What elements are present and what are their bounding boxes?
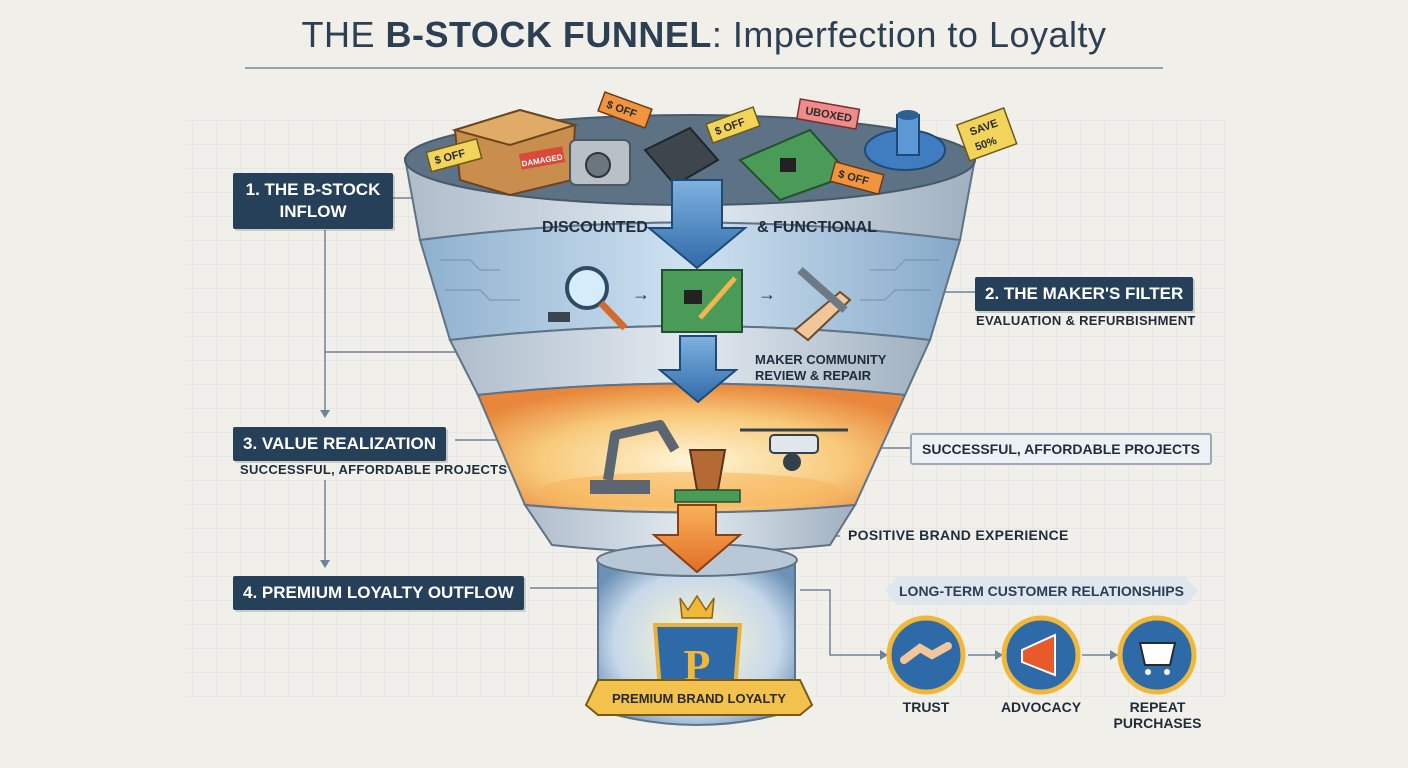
loyalty-ribbon: PREMIUM BRAND LOYALTY [584,679,814,716]
band1-left-text: DISCOUNTED [542,219,648,236]
title-underline [245,67,1163,69]
value-projects [540,420,848,508]
ribbon-text: PREMIUM BRAND LOYALTY [612,691,786,706]
tag-save: SAVE 50% [955,107,1018,162]
price-tags: $ OFF $ OFF $ OFF UBOXED $ OFF SAVE 50% [425,91,1018,196]
arrow-blue-1 [646,179,748,270]
drone-icon [740,428,848,471]
circuit-traces [440,259,940,301]
page-title: THE B-STOCK FUNNEL: Imperfection to Loya… [0,14,1408,56]
magnifier-icon [548,266,628,331]
svg-text:→: → [632,284,650,304]
repeat-label: REPEAT [1129,699,1186,715]
tag-off-3: $ OFF [705,106,761,144]
robot-arm-icon [590,420,680,494]
tag-off-2: $ OFF [597,91,653,129]
advocacy-label: ADVOCACY [1000,699,1082,715]
purchases-label: PURCHASES [1113,715,1202,731]
band2-line1: MAKER COMMUNITY [755,352,887,367]
stage-4-label: 4. PREMIUM LOYALTY OUTFLOW [233,576,524,610]
gadget-gray [569,139,631,186]
chip-dark [643,126,720,187]
title-suffix: : Imperfection to Loyalty [711,14,1107,55]
svg-text:→: → [758,284,776,304]
repeat-purchases-label: REPEAT PURCHASES [1110,699,1205,731]
arrow-blue-2 [657,335,739,404]
stage-2-label: 2. THE MAKER'S FILTER [975,277,1194,311]
positive-experience-text: POSITIVE BRAND EXPERIENCE [848,527,1069,543]
tag-off-1: $ OFF [425,137,483,173]
blue-pipe-part [864,110,946,171]
tag-off-4: $ OFF [829,160,885,196]
tag-uboxed: UBOXED [796,98,861,130]
stage-1-line2: INFLOW [279,202,347,221]
band2-line2: REVIEW & REPAIR [755,368,872,383]
stage-2-sub: EVALUATION & REFURBISHMENT [976,313,1196,328]
projects-pill: SUCCESSFUL, AFFORDABLE PROJECTS [910,433,1212,465]
damaged-box: DAMAGED [451,108,579,197]
printed-vase-icon [674,449,741,503]
stage-1-label: 1. THE B-STOCK INFLOW [233,173,393,229]
inflow-products: DAMAGED [451,108,946,202]
title-bold: B-STOCK FUNNEL [385,14,712,55]
arrow-orange-3 [651,504,743,574]
title-prefix: THE [301,14,386,55]
trust-ring-icon [886,615,966,695]
band1-right-text: & FUNCTIONAL [757,219,877,236]
relationships-banner: LONG-TERM CUSTOMER RELATIONSHIPS [885,577,1198,605]
trust-label: TRUST [902,699,950,715]
wrench-hand-icon [793,267,852,342]
stage-3-sub: SUCCESSFUL, AFFORDABLE PROJECTS [240,462,508,477]
stage-1-line1: 1. THE B-STOCK [245,180,381,199]
filter-step-icons: → → [548,266,852,342]
stage-3-label: 3. VALUE REALIZATION [233,427,446,461]
circuit-board-icon [661,269,743,333]
megaphone-ring-icon [1001,615,1081,695]
cart-ring-icon [1117,615,1197,695]
